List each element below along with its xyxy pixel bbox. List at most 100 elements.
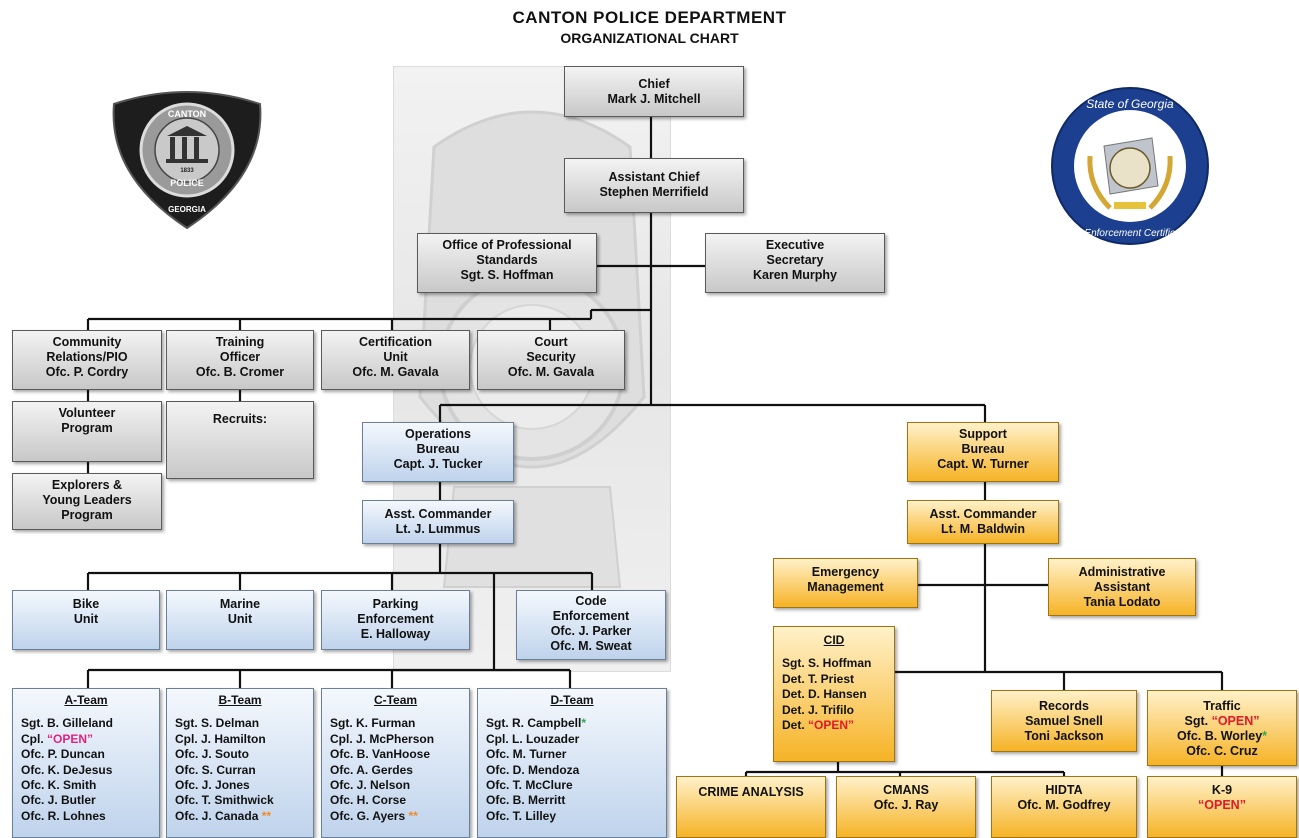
support-asst-commander-box: Asst. Commander Lt. M. Baldwin: [907, 500, 1059, 544]
team-member: Sgt. B. Gilleland: [21, 716, 114, 731]
hidta-line1: HIDTA: [1045, 783, 1083, 797]
asterisk-mark: *: [1262, 729, 1268, 743]
asterisk-mark: *: [581, 716, 587, 731]
support-line2: Bureau: [961, 442, 1005, 456]
team-member: Cpl. “OPEN”: [21, 731, 94, 746]
hidta-line2: Ofc. M. Godfrey: [1017, 798, 1111, 812]
chief-name: Mark J. Mitchell: [607, 92, 701, 106]
ops-asst-line1: Asst. Commander: [384, 507, 492, 521]
cid-member: Det. “OPEN”: [782, 718, 855, 733]
parking-line2: Enforcement: [357, 612, 434, 626]
svg-text:CANTON: CANTON: [168, 109, 206, 119]
cmans-line2: Ofc. J. Ray: [873, 798, 939, 812]
team-member: Ofc. J. Nelson: [330, 778, 411, 793]
team-member: Ofc. R. Lohnes: [21, 808, 106, 823]
team-member: Ofc. T. Smithwick: [175, 793, 274, 808]
b-team-header: B-Team: [218, 693, 262, 707]
records-line2: Samuel Snell: [1025, 714, 1103, 728]
court-line2: Security: [526, 350, 576, 364]
chief-title: Chief: [638, 77, 670, 91]
team-member: Ofc. K. Smith: [21, 778, 97, 793]
traffic-member: Ofc. C. Cruz: [1186, 744, 1258, 758]
open-position-label: “OPEN”: [1198, 798, 1246, 812]
team-member: Ofc. J. Souto: [175, 747, 250, 762]
exec-line1: Executive: [765, 238, 825, 252]
team-member: Ofc. P. Duncan: [21, 747, 105, 762]
team-member: Cpl. J. Hamilton: [175, 731, 266, 746]
svg-text:GEORGIA: GEORGIA: [168, 205, 206, 214]
traffic-member: Ofc. B. Worley*: [1176, 729, 1268, 743]
cid-member: Sgt. S. Hoffman: [782, 656, 872, 671]
exec-line2: Secretary: [766, 253, 824, 267]
admin-line2: Assistant: [1093, 580, 1151, 594]
cid-box: CID Sgt. S. Hoffman Det. T. Priest Det. …: [773, 626, 895, 762]
code-enforcement-box: Code Enforcement Ofc. J. Parker Ofc. M. …: [516, 590, 666, 660]
operations-bureau-box: Operations Bureau Capt. J. Tucker: [362, 422, 514, 482]
records-line1: Records: [1038, 699, 1090, 713]
a-team-header: A-Team: [64, 693, 108, 707]
team-member: Ofc. A. Gerdes: [330, 762, 413, 777]
operations-asst-commander-box: Asst. Commander Lt. J. Lummus: [362, 500, 514, 544]
code-line2: Enforcement: [552, 609, 630, 623]
team-member: Ofc. H. Corse: [330, 793, 407, 808]
certification-line1: Certification: [359, 335, 432, 349]
court-line1: Court: [534, 335, 568, 349]
k9-line1: K-9: [1211, 783, 1233, 797]
traffic-header: Traffic: [1203, 699, 1241, 713]
operations-line3: Capt. J. Tucker: [393, 457, 483, 471]
b-team-box: B-Team Sgt. S. Delman Cpl. J. Hamilton O…: [166, 688, 314, 838]
c-team-box: C-Team Sgt. K. Furman Cpl. J. McPherson …: [321, 688, 470, 838]
team-member: Sgt. S. Delman: [175, 716, 260, 731]
emergency-line2: Management: [807, 580, 884, 594]
cmans-box: CMANS Ofc. J. Ray: [836, 776, 976, 838]
open-position-label: “OPEN”: [808, 718, 855, 733]
cid-member: Det. T. Priest: [782, 671, 855, 686]
professional-standards-box: Office of Professional Standards Sgt. S.…: [417, 233, 597, 293]
team-member: Ofc. B. VanHoose: [330, 747, 431, 762]
community-line2: Relations/PIO: [46, 350, 128, 364]
court-security-box: Court Security Ofc. M. Gavala: [477, 330, 625, 390]
ops-line2: Standards: [476, 253, 538, 267]
certification-line3: Ofc. M. Gavala: [352, 365, 439, 379]
marine-unit-box: Marine Unit: [166, 590, 314, 650]
court-line3: Ofc. M. Gavala: [507, 365, 595, 379]
cid-member: Det. J. Trifilo: [782, 702, 855, 717]
assistant-chief-name: Stephen Merrifield: [599, 185, 709, 199]
a-team-box: A-Team Sgt. B. Gilleland Cpl. “OPEN” Ofc…: [12, 688, 160, 838]
admin-line1: Administrative: [1078, 565, 1166, 579]
team-member: Ofc. S. Curran: [175, 762, 256, 777]
canton-police-badge-logo: CANTON 1833 POLICE GEORGIA: [104, 86, 270, 232]
team-member: Cpl. L. Louzader: [486, 731, 580, 746]
open-position-label: “OPEN”: [1211, 714, 1260, 728]
executive-secretary-box: Executive Secretary Karen Murphy: [705, 233, 885, 293]
crime-analysis-box: CRIME ANALYSIS: [676, 776, 826, 838]
explorers-line1: Explorers &: [51, 478, 123, 492]
support-line1: Support: [959, 427, 1007, 441]
volunteer-program-box: Volunteer Program: [12, 401, 162, 462]
recruits-label: Recruits:: [212, 412, 268, 426]
marine-line2: Unit: [227, 612, 253, 626]
team-member: Ofc. D. Mendoza: [486, 762, 580, 777]
administrative-assistant-box: Administrative Assistant Tania Lodato: [1048, 558, 1196, 616]
code-line4: Ofc. M. Sweat: [550, 639, 632, 653]
team-member: Sgt. K. Furman: [330, 716, 416, 731]
svg-text:1833: 1833: [180, 168, 194, 174]
volunteer-line2: Program: [61, 421, 113, 435]
community-line3: Ofc. P. Cordry: [45, 365, 129, 379]
svg-text:POLICE: POLICE: [170, 178, 204, 188]
team-member: Ofc. K. DeJesus: [21, 762, 113, 777]
community-line1: Community: [52, 335, 122, 349]
parking-enforcement-box: Parking Enforcement E. Halloway: [321, 590, 470, 650]
team-member: Ofc. J. Jones: [175, 778, 250, 793]
open-position-label: “OPEN”: [47, 731, 94, 746]
recruits-box: Recruits:: [166, 401, 314, 479]
ops-asst-line2: Lt. J. Lummus: [395, 522, 481, 536]
bike-line1: Bike: [72, 597, 100, 611]
emergency-line1: Emergency: [811, 565, 880, 579]
operations-line1: Operations: [405, 427, 471, 441]
certification-unit-box: Certification Unit Ofc. M. Gavala: [321, 330, 470, 390]
admin-line3: Tania Lodato: [1083, 595, 1161, 609]
traffic-box: Traffic Sgt. “OPEN” Ofc. B. Worley* Ofc.…: [1147, 690, 1297, 766]
explorers-program-box: Explorers & Young Leaders Program: [12, 473, 162, 530]
community-relations-box: Community Relations/PIO Ofc. P. Cordry: [12, 330, 162, 390]
